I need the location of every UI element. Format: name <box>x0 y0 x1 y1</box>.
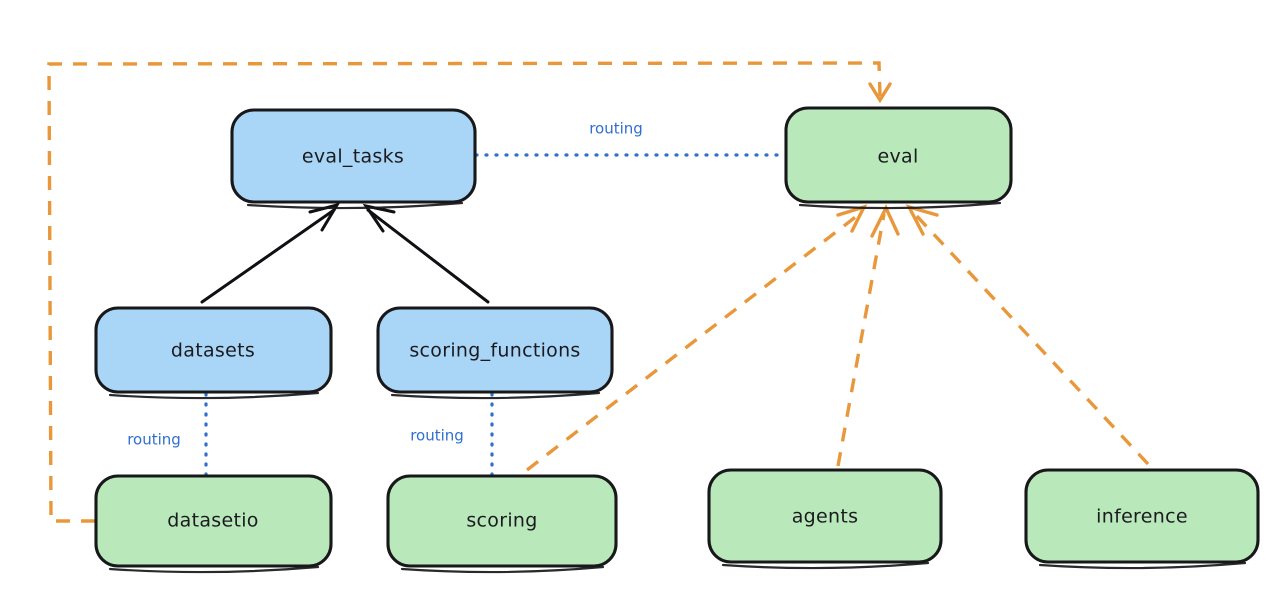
edge-agents-eval[interactable] <box>836 204 900 467</box>
edge-datasetio-eval[interactable] <box>47 61 892 523</box>
node-agents[interactable]: agents <box>707 468 943 570</box>
node-label-eval_tasks: eval_tasks <box>302 146 404 168</box>
node-label-datasetio: datasetio <box>167 510 258 532</box>
edge-scoring_functions-eval_tasks[interactable] <box>362 203 490 304</box>
node-label-scoring_functions: scoring_functions <box>409 340 580 362</box>
edge-group-composition <box>200 202 490 304</box>
node-eval_tasks[interactable]: eval_tasks <box>230 108 477 210</box>
node-datasetio[interactable]: datasetio <box>94 474 333 574</box>
edge-label-bg-1 <box>572 115 660 143</box>
edge-label-scoring_functions-scoring: routing <box>410 427 464 445</box>
edge-inference-eval[interactable] <box>905 204 1150 466</box>
node-inference[interactable]: inference <box>1024 468 1260 570</box>
edge-label-datasets-datasetio: routing <box>127 431 181 449</box>
edge-label-group: routing routing routing <box>110 115 660 454</box>
node-label-eval: eval <box>877 146 918 168</box>
edge-label-eval_tasks-eval: routing <box>589 120 643 138</box>
node-eval[interactable]: eval <box>784 106 1013 210</box>
node-label-agents: agents <box>792 506 859 528</box>
node-datasets[interactable]: datasets <box>94 306 333 400</box>
node-label-datasets: datasets <box>171 340 255 362</box>
node-scoring_functions[interactable]: scoring_functions <box>376 306 614 400</box>
node-label-scoring: scoring <box>466 510 537 532</box>
edge-label-bg-2 <box>110 426 198 454</box>
edge-group-routing <box>204 153 786 479</box>
edge-label-bg-3 <box>393 422 481 450</box>
node-scoring[interactable]: scoring <box>386 474 618 574</box>
node-label-inference: inference <box>1096 506 1188 528</box>
edge-datasets-eval_tasks[interactable] <box>200 202 341 304</box>
